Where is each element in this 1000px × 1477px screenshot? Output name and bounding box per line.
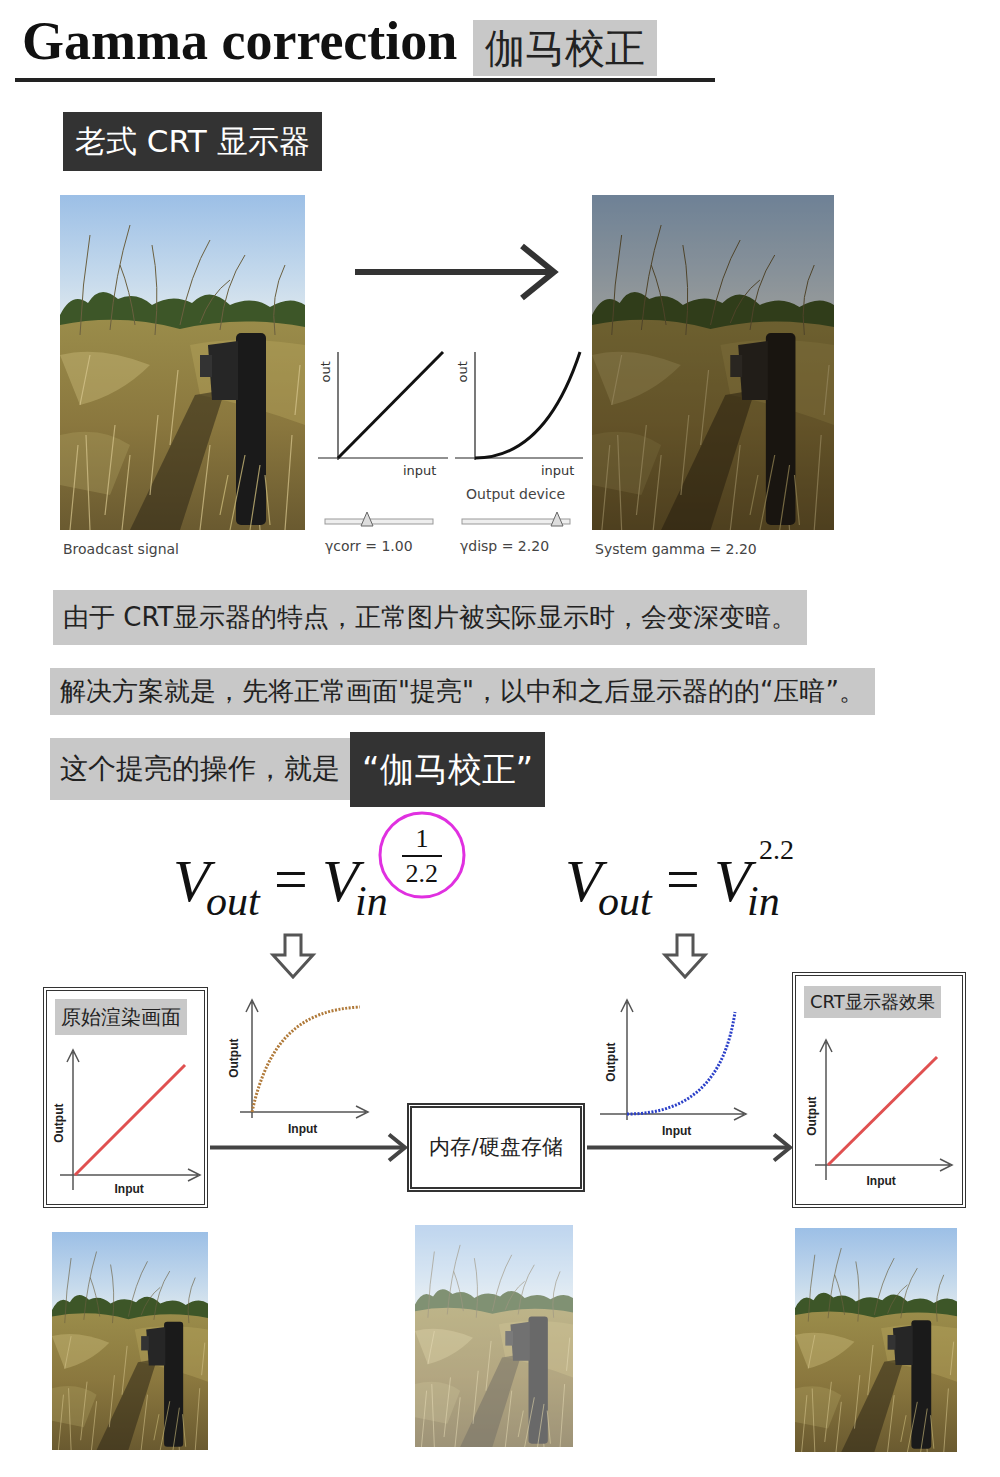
- photo-small-brightened: [415, 1225, 573, 1447]
- formula-subscript: in: [747, 876, 780, 926]
- axis-label: Input: [288, 1122, 317, 1136]
- axis-label: Output: [805, 1097, 819, 1136]
- fraction-bar: [402, 855, 442, 857]
- axis-label: Input: [662, 1124, 691, 1138]
- highlight-circle: [380, 813, 464, 897]
- photo-small-crt: [795, 1228, 957, 1452]
- term-box: “伽马校正”: [350, 732, 545, 807]
- box-text: “伽马校正”: [362, 749, 533, 790]
- box-text: 内存/硬盘存储: [429, 1135, 562, 1160]
- formula-exponent: 2.2: [759, 833, 794, 867]
- formula-symbol: V: [173, 845, 210, 917]
- axis-label: Input: [115, 1182, 144, 1196]
- formula-symbol: =: [274, 843, 308, 915]
- axis-label: input: [403, 463, 436, 479]
- gamma-slider: [325, 512, 570, 526]
- note-band: 这个提亮的操作，就是: [50, 738, 350, 800]
- stage-label: CRT显示器效果: [804, 986, 941, 1018]
- box-text: 原始渲染画面: [61, 1005, 181, 1029]
- photo-broadcast: [60, 195, 305, 530]
- note-band: 由于 CRT显示器的特点，正常图片被实际显示时，会变深变暗。: [53, 590, 807, 645]
- title-heading: Gamma correction: [22, 14, 457, 68]
- formula-symbol: V: [565, 845, 602, 917]
- linear-graph-crt: [815, 1040, 952, 1180]
- down-arrow: [273, 935, 313, 977]
- flow-arrow: [210, 1135, 405, 1161]
- process-arrow: [355, 246, 554, 298]
- axis-label: Input: [867, 1174, 896, 1188]
- photo-darkened: [592, 195, 834, 530]
- formula-exponent: 1: [416, 823, 429, 854]
- photo-small-original: [52, 1232, 208, 1450]
- formula-subscript: in: [355, 876, 388, 926]
- box-text: 解决方案就是，先将正常画面"提亮"，以中和之后显示器的的“压暗”。: [60, 676, 865, 707]
- slider-label: γcorr = 1.00: [325, 538, 413, 555]
- box-text: 由于 CRT显示器的特点，正常图片被实际显示时，会变深变暗。: [63, 602, 797, 633]
- box-text: CRT显示器效果: [810, 991, 935, 1013]
- title-underline: [15, 78, 715, 82]
- stage-label: 原始渲染画面: [55, 999, 187, 1035]
- box-text: 老式 CRT 显示器: [75, 123, 310, 160]
- formula-symbol: =: [666, 843, 700, 915]
- formula-symbol: V: [322, 845, 359, 917]
- down-arrow: [665, 935, 705, 977]
- flow-arrow: [587, 1135, 790, 1161]
- formula-exponent: 2.2: [406, 858, 439, 889]
- linear-graph-original: [60, 1050, 200, 1190]
- axis-label: Output: [227, 1039, 241, 1078]
- stage-box: OutputInput 原始渲染画面: [43, 987, 208, 1208]
- photo-caption: System gamma = 2.20: [595, 541, 757, 558]
- linear-graph: [318, 352, 448, 460]
- formula-subscript: out: [206, 876, 260, 926]
- photo-caption: Broadcast signal: [63, 541, 179, 558]
- box-text: 伽马校正: [485, 24, 645, 72]
- stage-box: OutputInput CRT显示器效果: [792, 972, 966, 1208]
- box-text: 这个提亮的操作，就是: [60, 752, 340, 786]
- graph-caption: Output device: [466, 486, 565, 503]
- axis-label: Output: [604, 1043, 618, 1082]
- axis-label: out: [454, 361, 470, 382]
- formula-symbol: V: [714, 845, 751, 917]
- display-curve-graph: [455, 352, 583, 460]
- slider-label: γdisp = 2.20: [460, 538, 549, 555]
- axis-label: input: [541, 463, 574, 479]
- decode-curve-graph: [600, 1000, 746, 1120]
- encode-curve-graph: [240, 1000, 368, 1118]
- formula-subscript: out: [598, 876, 652, 926]
- storage-box: 内存/硬盘存储: [407, 1103, 585, 1192]
- axis-label: out: [317, 361, 333, 382]
- note-band: 解决方案就是，先将正常画面"提亮"，以中和之后显示器的的“压暗”。: [50, 668, 875, 715]
- axis-label: Output: [52, 1104, 66, 1143]
- title-band: 伽马校正: [473, 20, 657, 76]
- section-label: 老式 CRT 显示器: [63, 112, 322, 171]
